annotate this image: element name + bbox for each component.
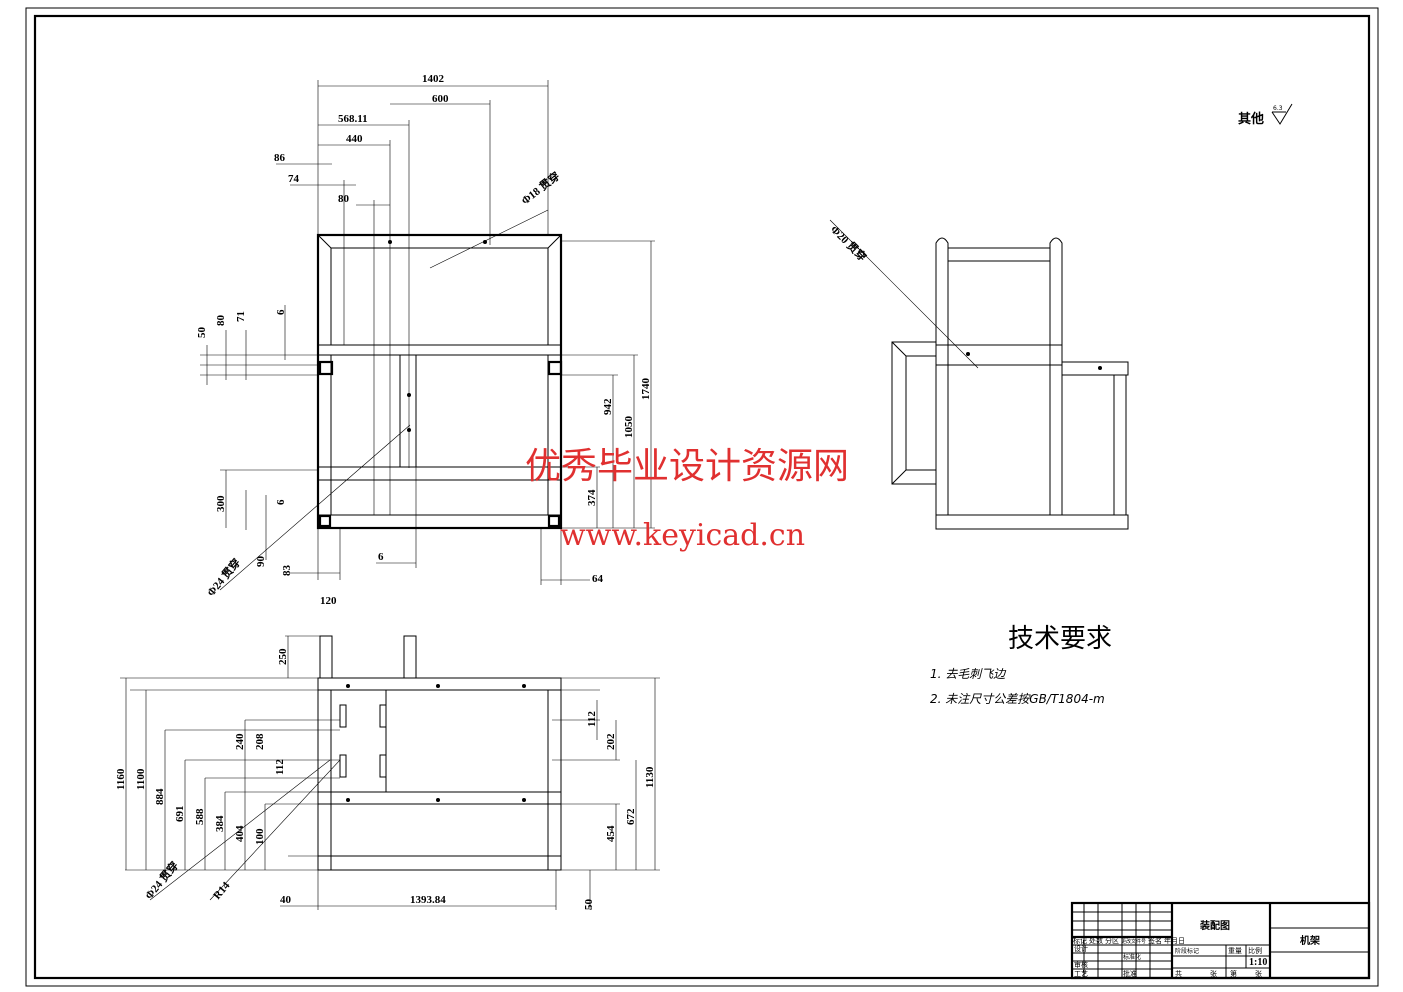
dim-label: 250 — [277, 648, 289, 665]
dim-label: 40 — [280, 894, 292, 906]
dim-label: 50 — [583, 899, 595, 911]
dim-label: 6 — [378, 551, 384, 563]
top-view: 120 250 1160 1100 884 691 588 384 404 10… — [115, 595, 660, 910]
dim-label: 6 — [275, 309, 287, 315]
tb-label: 处数 — [1089, 936, 1103, 945]
tb-label: 分区 — [1105, 936, 1119, 945]
dim-label: 1160 — [115, 768, 127, 790]
roughness-label: 其他 — [1238, 111, 1264, 127]
dim-label: 112 — [274, 759, 286, 775]
dim-label: 691 — [174, 806, 186, 823]
dim-label: 440 — [346, 133, 363, 145]
dim-label: 1740 — [640, 378, 652, 401]
dim-label: 83 — [281, 565, 293, 577]
dim-label: 454 — [605, 825, 617, 842]
roughness-symbol-icon: 6.3 — [1271, 103, 1293, 125]
dim-label: 80 — [215, 315, 227, 327]
tb-label: 工艺 — [1074, 970, 1088, 978]
dim-label: 86 — [274, 152, 286, 164]
dim-label: 100 — [254, 828, 266, 845]
dim-label: 202 — [605, 733, 617, 750]
dim-label: 90 — [255, 556, 267, 568]
tb-label: 签名 — [1148, 936, 1162, 945]
roughness-value: 6.3 — [1273, 105, 1283, 112]
tech-requirement-item: 2. 未注尺寸公差按GB/T1804-m — [930, 692, 1105, 706]
dim-label: 384 — [214, 815, 226, 832]
drawing-name: 装配图 — [1199, 919, 1230, 932]
tb-label: 第 — [1230, 969, 1237, 978]
dim-label: 1393.84 — [410, 894, 446, 906]
dim-label: 1130 — [644, 766, 656, 788]
inner-border — [33, 14, 1371, 980]
dim-label: 884 — [154, 788, 166, 805]
dim-label: 942 — [602, 398, 614, 415]
dim-label: 600 — [432, 93, 449, 105]
dim-label: 1402 — [422, 73, 445, 85]
tb-label: 批准 — [1123, 969, 1137, 978]
dim-label: 120 — [320, 595, 337, 607]
dim-label: 1050 — [623, 416, 635, 439]
tech-requirements-title: 技术要求 — [1008, 624, 1112, 654]
dim-label: 50 — [196, 327, 208, 339]
dim-label: 64 — [592, 573, 604, 585]
tb-label: 比例 — [1248, 946, 1262, 955]
dim-label: 374 — [586, 489, 598, 506]
watermark-title: 优秀毕业设计资源网 — [525, 446, 849, 487]
dim-label: 568.11 — [338, 113, 368, 125]
tb-label: 张 — [1255, 969, 1262, 978]
tb-label: 张 — [1210, 969, 1217, 978]
part-name: 机架 — [1300, 934, 1320, 947]
dim-label: 404 — [234, 825, 246, 842]
dim-label: 300 — [215, 495, 227, 512]
dim-label: 1100 — [135, 768, 147, 790]
tb-label: 阶段标记 — [1175, 947, 1199, 955]
title-block: 标记 处数 分区 更改文件号 签名 年月日 设计 标准化 审核 工艺 批准 阶段… — [1070, 901, 1371, 980]
dim-label: Φ20 贯穿 — [828, 222, 870, 264]
tb-label: 更改文件号 — [1121, 938, 1146, 945]
side-view: Φ20 贯穿 — [828, 219, 1129, 530]
dim-label: 6 — [275, 499, 287, 505]
tb-label: 共 — [1175, 969, 1182, 978]
dim-label: 112 — [586, 711, 598, 727]
watermark-url: www.keyicad.cn — [560, 518, 805, 553]
tb-label: 标记 — [1073, 936, 1087, 945]
scale-value: 1:10 — [1249, 957, 1267, 968]
dim-label: Φ18 贯穿 — [518, 169, 562, 208]
dim-label: 240 — [234, 733, 246, 750]
dim-label: R14 — [211, 879, 233, 902]
tb-label: 年月日 — [1164, 936, 1185, 945]
tb-label: 设计 — [1074, 944, 1088, 953]
outer-border — [25, 7, 1379, 987]
tb-label: 标准化 — [1123, 953, 1141, 961]
dim-label: 672 — [625, 808, 637, 825]
dim-label: 80 — [338, 193, 350, 205]
dim-label: Φ24 贯穿 — [204, 556, 244, 599]
tb-label: 审核 — [1074, 960, 1088, 969]
dim-label: 74 — [288, 173, 300, 185]
dim-label: 208 — [254, 733, 266, 750]
tech-requirement-item: 1. 去毛刺飞边 — [930, 667, 1007, 681]
dim-label: 588 — [194, 808, 206, 825]
tb-label: 重量 — [1228, 947, 1242, 955]
front-view: 1402 600 568.11 440 86 74 80 Φ18 贯穿 6 50… — [196, 73, 655, 599]
dim-label: 71 — [235, 311, 247, 322]
